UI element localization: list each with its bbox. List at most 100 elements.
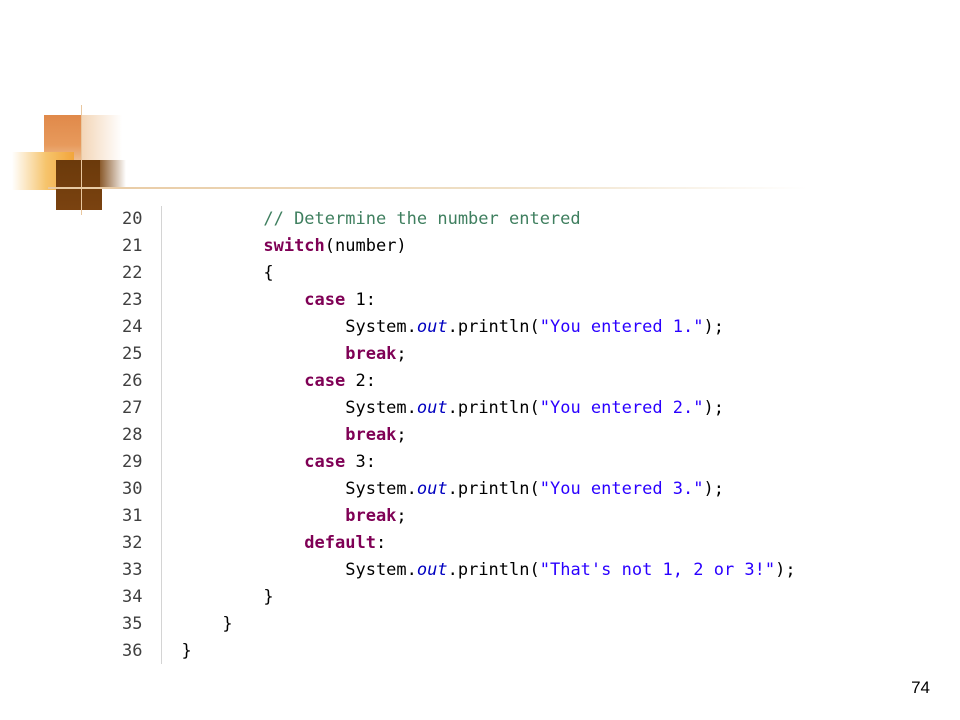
code-line: 29 case 3: (119, 449, 376, 476)
code-token: System. (345, 560, 417, 580)
code-line: 22 { (119, 260, 274, 287)
code-line: 20 // Determine the number entered (119, 206, 581, 233)
keyword-token: case (304, 452, 346, 472)
code-token: ); (703, 398, 724, 418)
keyword-token: break (345, 506, 397, 526)
line-number-gutter-divider (161, 206, 162, 664)
keyword-token: case (304, 290, 346, 310)
code-token: System. (345, 317, 417, 337)
string-token: "That's not 1, 2 or 3!" (539, 560, 776, 580)
field-token: out (416, 479, 448, 499)
field-token: out (416, 398, 448, 418)
code-token: ; (396, 425, 407, 445)
keyword-token: break (345, 344, 397, 364)
decorative-brown-fade (100, 160, 126, 188)
code-token: ); (703, 317, 724, 337)
code-line: 33 System.out.println("That's not 1, 2 o… (119, 557, 796, 584)
line-number: 21 (122, 236, 143, 256)
code-text: break; (161, 503, 407, 530)
code-token: ); (703, 479, 724, 499)
code-token: } (222, 614, 233, 634)
field-token: out (416, 317, 448, 337)
code-text: break; (161, 422, 407, 449)
code-token: 1: (345, 290, 376, 310)
code-line: 25 break; (119, 341, 407, 368)
code-line: 32 default: (119, 530, 386, 557)
code-text: } (161, 584, 274, 611)
line-number: 28 (122, 425, 143, 445)
code-token: } (181, 641, 192, 661)
line-number: 32 (122, 533, 143, 553)
string-token: "You entered 1." (539, 317, 704, 337)
code-text: switch(number) (161, 233, 407, 260)
decorative-brown-square (56, 160, 102, 210)
title-divider-line (48, 187, 808, 189)
code-token: .println( (447, 398, 540, 418)
code-text: System.out.println("You entered 2."); (161, 395, 724, 422)
line-number: 22 (122, 263, 143, 283)
keyword-token: default (304, 533, 376, 553)
code-line: 26 case 2: (119, 368, 376, 395)
code-line: 34 } (119, 584, 274, 611)
code-token: } (263, 587, 274, 607)
field-token: out (416, 560, 448, 580)
code-line: 23 case 1: (119, 287, 376, 314)
line-number: 36 (122, 641, 143, 661)
code-text: default: (161, 530, 386, 557)
code-line: 30 System.out.println("You entered 3."); (119, 476, 724, 503)
code-text: } (161, 638, 192, 665)
code-line: 35 } (119, 611, 233, 638)
code-token: .println( (447, 560, 540, 580)
line-number: 33 (122, 560, 143, 580)
line-number: 31 (122, 506, 143, 526)
code-token: .println( (447, 317, 540, 337)
page-number: 74 (911, 678, 930, 697)
line-number: 23 (122, 290, 143, 310)
code-token: ; (396, 344, 407, 364)
code-token: { (263, 263, 274, 283)
code-token: 3: (345, 452, 376, 472)
code-line: 36 } (119, 638, 192, 665)
code-text: // Determine the number entered (161, 206, 581, 233)
line-number: 27 (122, 398, 143, 418)
code-token: ; (396, 506, 407, 526)
code-line: 31 break; (119, 503, 407, 530)
code-token: .println( (447, 479, 540, 499)
code-text: case 2: (161, 368, 376, 395)
code-text: case 1: (161, 287, 376, 314)
string-token: "You entered 2." (539, 398, 704, 418)
decorative-vertical-line (81, 105, 82, 215)
keyword-token: case (304, 371, 346, 391)
code-text: System.out.println("You entered 1."); (161, 314, 724, 341)
line-number: 30 (122, 479, 143, 499)
line-number: 26 (122, 371, 143, 391)
code-token: 2: (345, 371, 376, 391)
string-token: "You entered 3." (539, 479, 704, 499)
code-line: 24 System.out.println("You entered 1."); (119, 314, 724, 341)
line-number: 20 (122, 209, 143, 229)
code-text: System.out.println("You entered 3."); (161, 476, 724, 503)
code-token: System. (345, 398, 417, 418)
keyword-token: switch (263, 236, 325, 256)
line-number: 34 (122, 587, 143, 607)
line-number: 25 (122, 344, 143, 364)
keyword-token: break (345, 425, 397, 445)
code-text: break; (161, 341, 407, 368)
code-text: System.out.println("That's not 1, 2 or 3… (161, 557, 796, 584)
code-token: System. (345, 479, 417, 499)
code-line: 21 switch(number) (119, 233, 407, 260)
code-line: 27 System.out.println("You entered 2."); (119, 395, 724, 422)
line-number: 24 (122, 317, 143, 337)
comment-token: // Determine the number entered (263, 209, 581, 229)
code-text: case 3: (161, 449, 376, 476)
line-number: 35 (122, 614, 143, 634)
code-line: 28 break; (119, 422, 407, 449)
code-token: (number) (324, 236, 407, 256)
code-token: : (375, 533, 387, 553)
line-number: 29 (122, 452, 143, 472)
code-token: ); (775, 560, 796, 580)
decorative-light-square (82, 115, 122, 163)
code-text: { (161, 260, 274, 287)
